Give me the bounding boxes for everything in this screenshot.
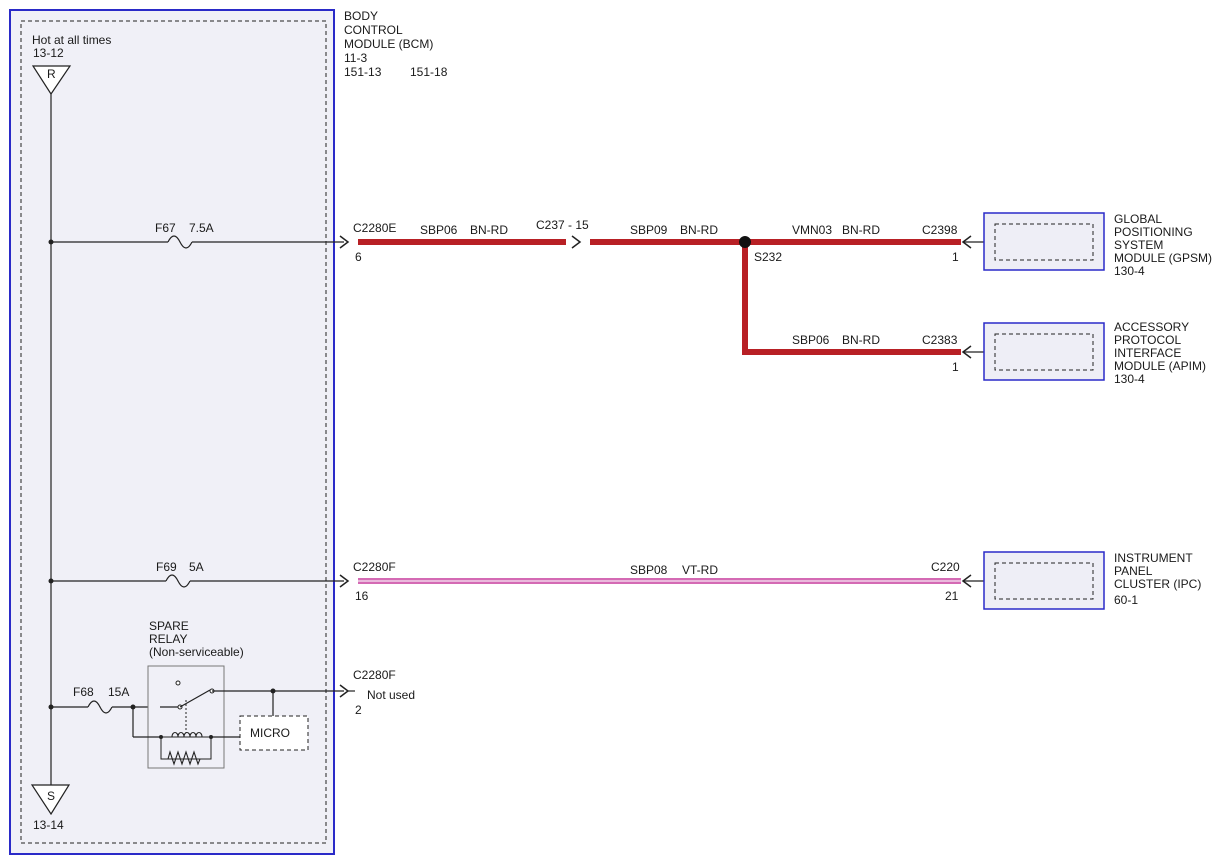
bcm-name-line-3: MODULE (BCM) <box>344 37 433 51</box>
ipc-name-line-1: INSTRUMENT <box>1114 551 1193 565</box>
wire1-circuit-label: SBP06 <box>420 223 458 237</box>
wire2-color-label: BN-RD <box>680 223 718 237</box>
apim-inner-border <box>994 333 1094 371</box>
c220-connector-label: C220 <box>931 560 960 574</box>
c2280e-connector-label: C2280E <box>353 221 396 235</box>
gpsm-module <box>961 212 1105 271</box>
bcm-page-ref-2: 151-18 <box>410 65 448 79</box>
c2280f-16-connector-arrow <box>339 574 350 588</box>
apim-name-line-1: ACCESSORY <box>1114 320 1189 334</box>
bcm-ref: 11-3 <box>344 51 367 65</box>
f67-fuse-symbol <box>167 235 193 249</box>
relay-switch-contact-open <box>175 680 181 686</box>
relay-resistor-box <box>160 736 212 760</box>
gpsm-name-line-1: GLOBAL <box>1114 212 1162 226</box>
c237-connector-arrow <box>571 235 582 249</box>
relay-coil-symbol <box>161 731 211 738</box>
apim-outer-border <box>983 322 1105 381</box>
relay-switch-arm <box>179 689 211 708</box>
gpsm-inner-border <box>994 223 1094 261</box>
wire1-color-label: BN-RD <box>470 223 508 237</box>
gpsm-wire-color-label: BN-RD <box>842 223 880 237</box>
ipc-ref: 60-1 <box>1114 593 1138 607</box>
bcm-inner-border <box>20 20 327 844</box>
f69-fuse-rating: 5A <box>189 560 204 574</box>
wire-sbp06-s232-to-apim <box>742 242 961 355</box>
wire2-circuit-label: SBP09 <box>630 223 668 237</box>
c2280f-2-pin-label: 2 <box>355 703 362 717</box>
spare-relay-title-1: SPARE <box>149 619 189 633</box>
relay-resistor-symbol <box>166 750 206 766</box>
f68-fuse-rating: 15A <box>108 685 129 699</box>
bcm-page-ref-1: 151-13 <box>344 65 382 79</box>
power-source-symbol: R <box>47 67 56 81</box>
not-used-label: Not used <box>367 688 415 702</box>
apim-ref: 130-4 <box>1114 372 1145 386</box>
c2280f-16-pin-label: 16 <box>355 589 369 603</box>
c2280f-16-connector-label: C2280F <box>353 560 396 574</box>
bcm-name-line-2: CONTROL <box>344 23 403 37</box>
bn-rd-harness <box>358 235 961 355</box>
ipc-name-line-2: PANEL <box>1114 564 1153 578</box>
gpsm-outer-border <box>983 212 1105 271</box>
gpsm-name-line-4: MODULE (GPSM) <box>1114 251 1212 265</box>
spare-relay-note: (Non-serviceable) <box>149 645 244 659</box>
apim-name-line-2: PROTOCOL <box>1114 333 1181 347</box>
f67-fuse-rating: 7.5A <box>189 221 214 235</box>
ground-ref: 13-14 <box>33 818 64 832</box>
ipc-inner-border <box>994 562 1094 600</box>
splice-s232-label: S232 <box>754 250 782 264</box>
f68-fuse-name: F68 <box>73 685 94 699</box>
bcm-name-line-1: BODY <box>344 9 378 23</box>
ipc-outer-border <box>983 551 1105 610</box>
f69-fuse-symbol <box>165 574 191 588</box>
micro-label: MICRO <box>250 726 290 740</box>
gpsm-name-line-2: POSITIONING <box>1114 225 1193 239</box>
c2398-connector-label: C2398 <box>922 223 958 237</box>
c2280e-connector-arrow <box>339 235 350 249</box>
power-source-triangle <box>31 65 72 96</box>
ipc-name-line-3: CLUSTER (IPC) <box>1114 577 1201 591</box>
apim-name-line-3: INTERFACE <box>1114 346 1181 360</box>
c2280f-2-connector-label: C2280F <box>353 668 396 682</box>
sbp08-color-label: VT-RD <box>682 563 718 577</box>
micro-box <box>239 715 309 751</box>
apim-module <box>961 322 1105 381</box>
ground-symbol: S <box>47 789 55 803</box>
spare-relay-title-2: RELAY <box>149 632 187 646</box>
hot-at-all-times-label: Hot at all times <box>32 33 111 47</box>
gpsm-ref: 130-4 <box>1114 264 1145 278</box>
apim-name-line-4: MODULE (APIM) <box>1114 359 1206 373</box>
c237-connector-label: C237 - 15 <box>536 218 589 232</box>
apim-wire-circuit-label: SBP06 <box>792 333 830 347</box>
c220-pin-label: 21 <box>945 589 959 603</box>
c2398-pin-label: 1 <box>952 250 959 264</box>
f69-fuse-name: F69 <box>156 560 177 574</box>
c2280e-pin-label: 6 <box>355 250 362 264</box>
gpsm-name-line-3: SYSTEM <box>1114 238 1163 252</box>
apim-wire-color-label: BN-RD <box>842 333 880 347</box>
f67-fuse-name: F67 <box>155 221 176 235</box>
sbp08-circuit-label: SBP08 <box>630 563 668 577</box>
c2383-connector-label: C2383 <box>922 333 958 347</box>
c2383-pin-label: 1 <box>952 360 959 374</box>
ipc-module <box>961 551 1105 610</box>
power-source-ref: 13-12 <box>33 46 64 60</box>
f68-fuse-symbol <box>87 700 113 714</box>
splice-s232 <box>739 236 751 248</box>
gpsm-wire-circuit-label: VMN03 <box>792 223 832 237</box>
